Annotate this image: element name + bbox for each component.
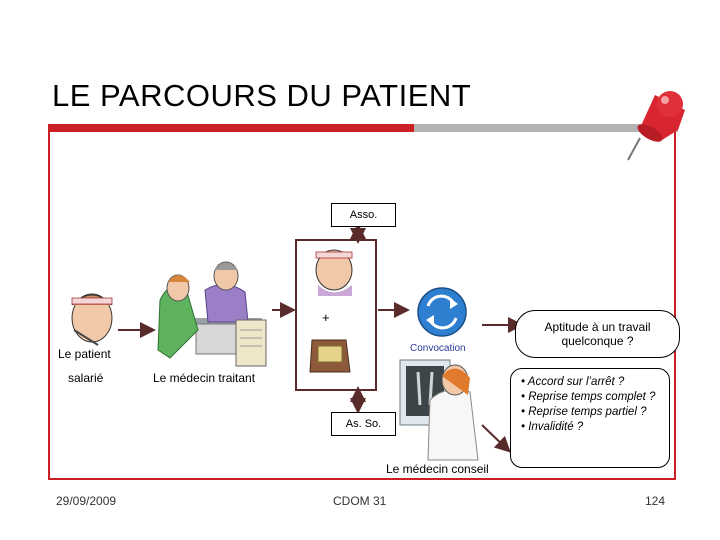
doctor-consultation-icon — [157, 261, 267, 367]
outcome-item: • Reprise temps partiel ? — [521, 406, 647, 418]
plus-sign: + — [322, 310, 330, 325]
footer-center: CDOM 31 — [333, 494, 387, 508]
title-underline-grey — [414, 124, 678, 132]
medecin-traitant-label: Le médecin traitant — [153, 371, 256, 385]
convocation-label: Convocation — [410, 343, 466, 354]
recycle-arrows-icon — [417, 287, 467, 337]
salarie-label: salarié — [68, 371, 104, 385]
mailbox-icon — [309, 339, 351, 373]
patient-label: Le patient — [58, 347, 111, 361]
page-number: 124 — [645, 494, 666, 508]
outcome-item: • Reprise temps complet ? — [521, 391, 656, 403]
sick-patient-icon — [315, 249, 353, 296]
sick-patient-icon — [71, 293, 113, 346]
outcome-item: • Invalidité ? — [521, 421, 584, 433]
outcome-item: • Accord sur l’arrêt ? — [521, 376, 625, 388]
medecin-conseil-label: Le médecin conseil — [386, 462, 489, 476]
asso-so-box: As. So. — [331, 412, 396, 436]
outcomes-callout: • Accord sur l’arrêt ? • Reprise temps c… — [510, 368, 670, 468]
page-title: LE PARCOURS DU PATIENT — [52, 78, 472, 113]
content-frame — [48, 128, 676, 480]
aptitude-callout: Aptitude à un travail quelconque ? — [515, 310, 680, 358]
asso-box: Asso. — [331, 203, 396, 227]
footer-date: 29/09/2009 — [56, 494, 117, 508]
title-underline-red — [48, 124, 414, 132]
doctor-xray-icon — [399, 359, 479, 461]
pushpin-icon — [627, 91, 685, 161]
